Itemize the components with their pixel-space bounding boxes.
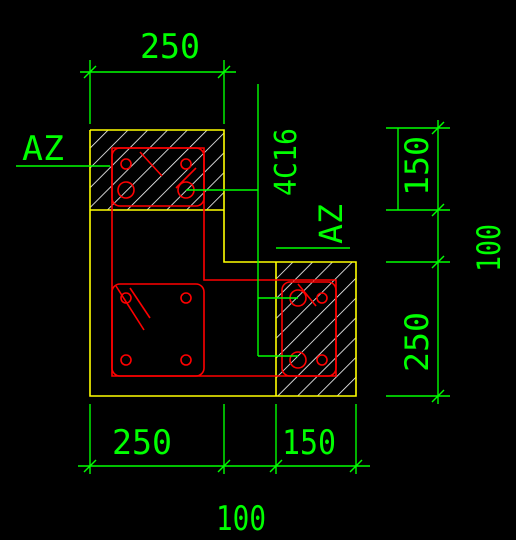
rebar-dot bbox=[289, 351, 307, 369]
dimension-lines bbox=[16, 60, 450, 474]
bottom-dimension-right-label: 150 bbox=[282, 423, 336, 463]
rebar-dot bbox=[180, 354, 192, 366]
top-dimension-label: 250 bbox=[140, 27, 200, 67]
rebar-dot bbox=[120, 158, 132, 170]
bottom-dimension-left-label: 250 bbox=[112, 423, 172, 463]
right-stirrup bbox=[281, 281, 337, 377]
rebar-dot bbox=[120, 354, 132, 366]
rebar-dot bbox=[120, 292, 132, 304]
right-dimension-upper-label: 150 bbox=[398, 136, 436, 196]
rebar-dot bbox=[316, 354, 328, 366]
hatched-zone-right bbox=[276, 262, 356, 396]
az-right-label: AZ bbox=[312, 204, 350, 244]
rebar-callout-label: 4C16 bbox=[269, 128, 304, 196]
outer-stirrup bbox=[111, 147, 337, 377]
rebar-dot bbox=[117, 181, 135, 199]
rebar-layout bbox=[111, 147, 337, 377]
az-left-label: AZ bbox=[22, 129, 64, 169]
top-stirrup bbox=[111, 147, 205, 207]
rebar-dot bbox=[316, 292, 328, 304]
bottom-dimension-total-label: 100 bbox=[216, 499, 266, 539]
bottom-left-stirrup bbox=[111, 283, 205, 377]
right-dimension-total-label: 100 bbox=[470, 224, 508, 272]
rebar-dot bbox=[180, 158, 192, 170]
rebar-dot bbox=[180, 292, 192, 304]
right-dimension-lower-label: 250 bbox=[398, 312, 436, 372]
